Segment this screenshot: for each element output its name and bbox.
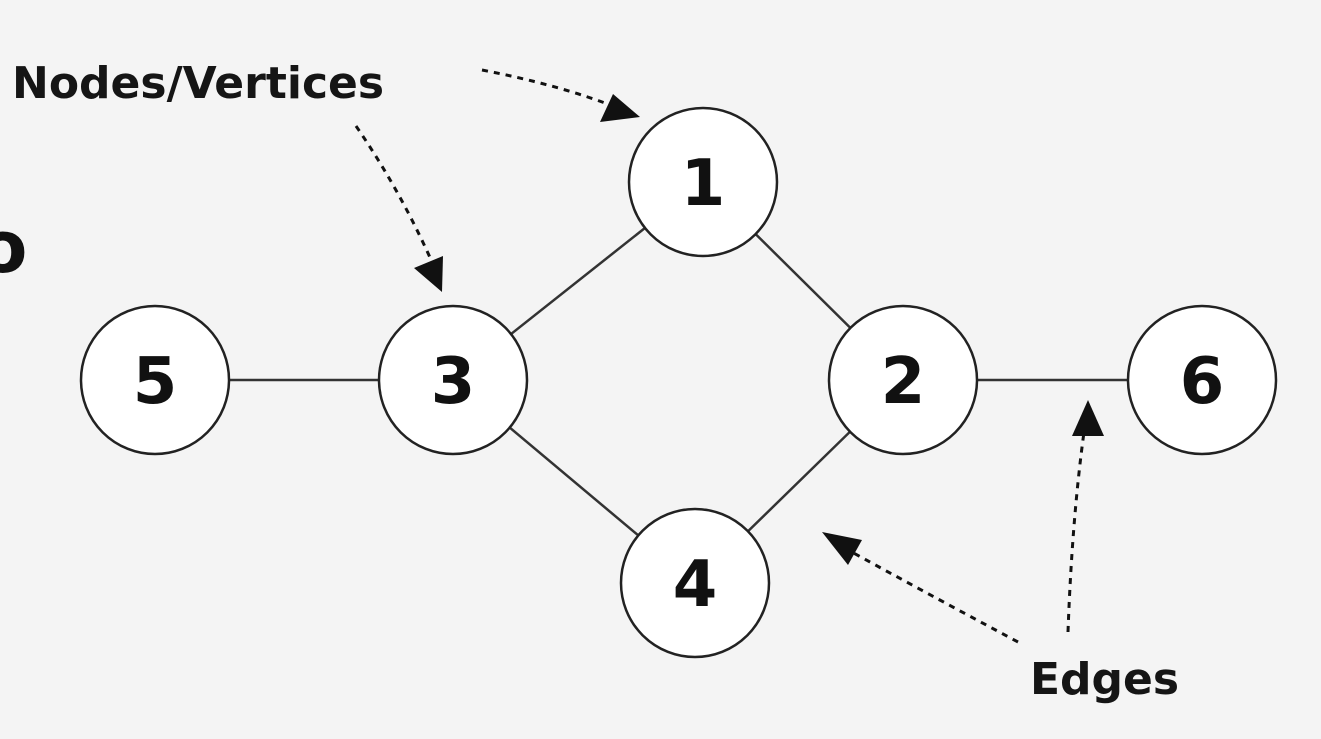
node-5-circle xyxy=(79,304,231,456)
nodes-vertices-label: Nodes/Vertices xyxy=(12,58,384,109)
node-2: 2 xyxy=(827,304,979,456)
node-5: 5 xyxy=(79,304,231,456)
pointer-to-node-3 xyxy=(354,125,434,263)
arrowhead-node-1 xyxy=(600,94,640,122)
node-3-circle xyxy=(377,304,529,456)
clipped-edge-text: o xyxy=(0,205,27,289)
node-3-label: 3 xyxy=(431,345,476,419)
node-4-circle xyxy=(619,507,771,659)
node-1-label: 1 xyxy=(681,147,726,221)
nodes-vertices-pointers xyxy=(354,68,640,292)
pointer-to-edge-4-2 xyxy=(847,548,1019,644)
nodes-layer: 1 2 3 4 5 6 xyxy=(79,106,1278,659)
arrowhead-edge-4-2 xyxy=(822,532,862,565)
node-3: 3 xyxy=(377,304,529,456)
node-6-label: 6 xyxy=(1180,345,1225,419)
edges-label: Edges xyxy=(1030,654,1179,705)
pointer-to-edge-2-6 xyxy=(1066,431,1086,633)
node-2-label: 2 xyxy=(881,345,926,419)
arrowhead-edge-2-6 xyxy=(1072,400,1104,436)
node-1-circle xyxy=(627,106,779,258)
arrowhead-node-3 xyxy=(414,256,443,292)
node-6-circle xyxy=(1126,304,1278,456)
node-5-label: 5 xyxy=(133,345,178,419)
edges-pointers xyxy=(822,400,1104,644)
node-2-circle xyxy=(827,304,979,456)
node-1: 1 xyxy=(627,106,779,258)
node-4-label: 4 xyxy=(673,548,718,622)
pointer-to-node-1 xyxy=(481,68,619,110)
node-4: 4 xyxy=(619,507,771,659)
node-6: 6 xyxy=(1126,304,1278,456)
